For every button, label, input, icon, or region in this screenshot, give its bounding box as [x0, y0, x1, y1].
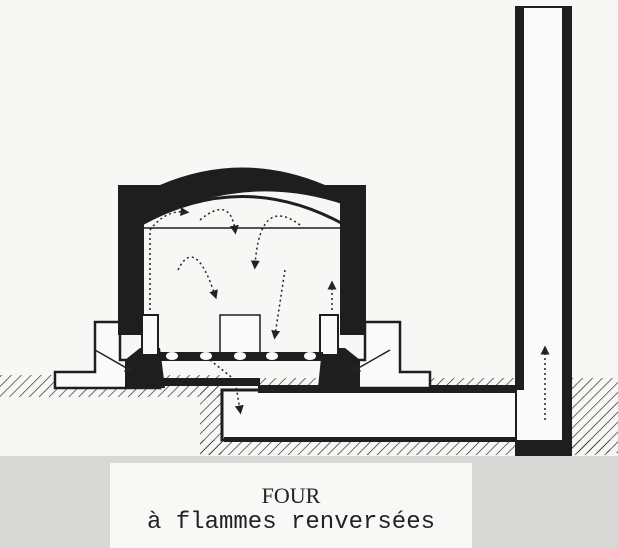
flue-channel: [220, 385, 572, 442]
chimney: [515, 6, 572, 456]
caption-title: FOUR: [261, 483, 321, 508]
caption-box: FOUR à flammes renversées: [110, 463, 472, 548]
kiln-body: [118, 167, 366, 386]
caption-subtitle: à flammes renversées: [146, 509, 436, 536]
flame-arrows: [149, 207, 337, 415]
